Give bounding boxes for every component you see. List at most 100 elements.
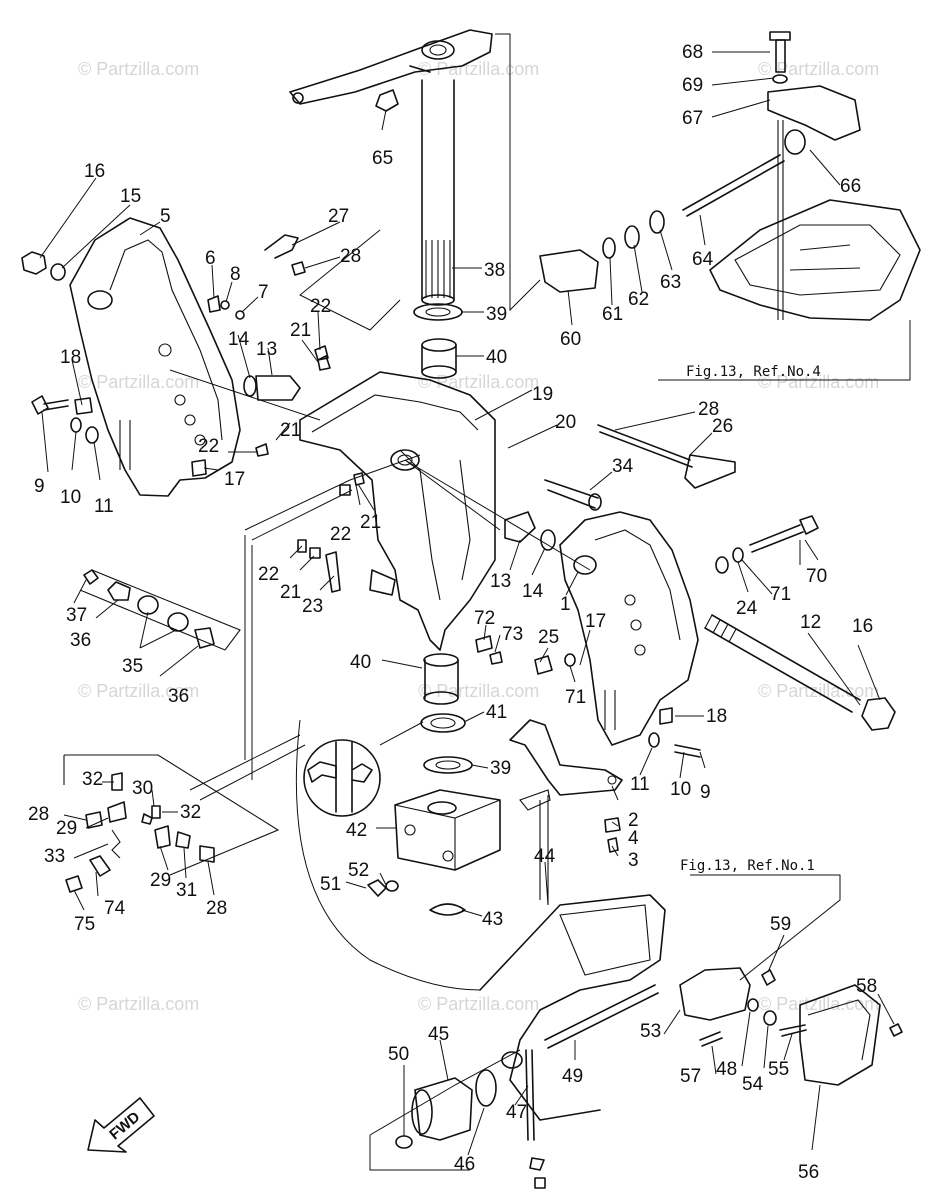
callout-56: 56 [798,1162,819,1183]
upper-bushing-set [413,303,463,379]
callout-group: 16 15 5 6 8 7 27 28 22 21 65 38 39 40 19… [28,42,895,1183]
callout-55: 55 [768,1059,789,1080]
callout-66: 66 [840,176,861,197]
callout-17: 17 [585,611,606,632]
callout-21: 21 [360,512,381,533]
callout-28: 28 [206,898,227,919]
callout-52: 52 [348,860,369,881]
small-parts-left [63,754,280,893]
callout-39: 39 [486,304,507,325]
callout-36: 36 [70,630,91,651]
callout-71: 71 [565,687,586,708]
watermark: © Partzilla.com [78,372,199,392]
callout-15: 15 [120,186,141,207]
callout-26: 26 [712,416,733,437]
callout-35: 35 [122,656,143,677]
callout-18: 18 [60,347,81,368]
swivel-bracket [299,371,496,651]
callout-45: 45 [428,1024,449,1045]
lower-bushing-set [420,653,473,774]
callout-46: 46 [454,1154,475,1175]
callout-22: 22 [310,296,331,317]
clamp-bracket-left [69,217,241,497]
steering-arm [289,29,493,105]
watermark: © Partzilla.com [758,372,879,392]
callout-4: 4 [628,828,639,849]
steering-block [367,789,501,916]
callout-9: 9 [700,782,711,803]
callout-3: 3 [628,850,639,871]
callout-41: 41 [486,702,507,723]
callout-51: 51 [320,874,341,895]
rod-parts [264,234,736,511]
callout-23: 23 [302,596,323,617]
callout-21: 21 [280,582,301,603]
callout-2: 2 [628,810,639,831]
watermark: © Partzilla.com [758,59,879,79]
callout-71: 71 [770,584,791,605]
tilt-bushings [79,569,241,651]
callout-11: 11 [630,774,650,795]
seal-detail-inset [303,721,424,817]
callout-74: 74 [104,898,126,919]
engine-mount-plate [709,120,921,321]
bolt-70 [715,515,819,574]
callout-21: 21 [290,320,311,341]
callout-10: 10 [60,487,81,508]
callout-29: 29 [150,870,171,891]
callout-47: 47 [506,1102,527,1123]
callout-28: 28 [698,399,719,420]
fig-ref-label: Fig.13, Ref.No.1 [680,858,815,874]
watermark: © Partzilla.com [78,59,199,79]
nut-washer-left [21,251,66,281]
callout-49: 49 [562,1066,583,1087]
callout-60: 60 [560,329,581,350]
callout-40: 40 [486,347,507,368]
callout-37: 37 [66,605,87,626]
watermark-group: © Partzilla.com © Partzilla.com © Partzi… [78,59,879,1014]
callout-21: 21 [280,420,301,441]
watermark: © Partzilla.com [418,994,539,1014]
fig-ref-label: Fig.13, Ref.No.4 [686,364,821,380]
callout-30: 30 [132,778,153,799]
lower-housing [479,789,666,1121]
callout-1: 1 [560,594,571,615]
callout-24: 24 [736,598,758,619]
callout-13: 13 [256,339,277,360]
callout-14: 14 [522,581,544,602]
forward-arrow: FWD [87,1097,155,1153]
callout-42: 42 [346,820,367,841]
callout-54: 54 [742,1074,764,1095]
callout-61: 61 [602,304,623,325]
through-bolt [704,614,896,731]
watermark: © Partzilla.com [758,994,879,1014]
watermark: © Partzilla.com [78,994,199,1014]
callout-58: 58 [856,976,877,997]
callout-68: 68 [682,42,703,63]
callout-69: 69 [682,75,703,96]
callout-73: 73 [502,624,523,645]
watermark: © Partzilla.com [78,681,199,701]
callout-63: 63 [660,272,681,293]
lower-right-assembly [544,967,903,1086]
callout-16: 16 [852,616,873,637]
callout-32: 32 [82,769,103,790]
fwd-label: FWD [106,1108,143,1143]
callout-64: 64 [692,249,714,270]
callout-17: 17 [224,469,245,490]
callout-34: 34 [612,456,634,477]
callout-31: 31 [176,880,197,901]
callout-9: 9 [34,476,45,497]
lower-mount [395,1049,546,1189]
callout-20: 20 [555,412,576,433]
watermark: © Partzilla.com [758,681,879,701]
callout-43: 43 [482,909,503,930]
callout-19: 19 [532,384,553,405]
callout-53: 53 [640,1021,661,1042]
callout-22: 22 [198,436,219,457]
callout-72: 72 [474,608,495,629]
callout-75: 75 [74,914,95,935]
callout-25: 25 [538,627,559,648]
